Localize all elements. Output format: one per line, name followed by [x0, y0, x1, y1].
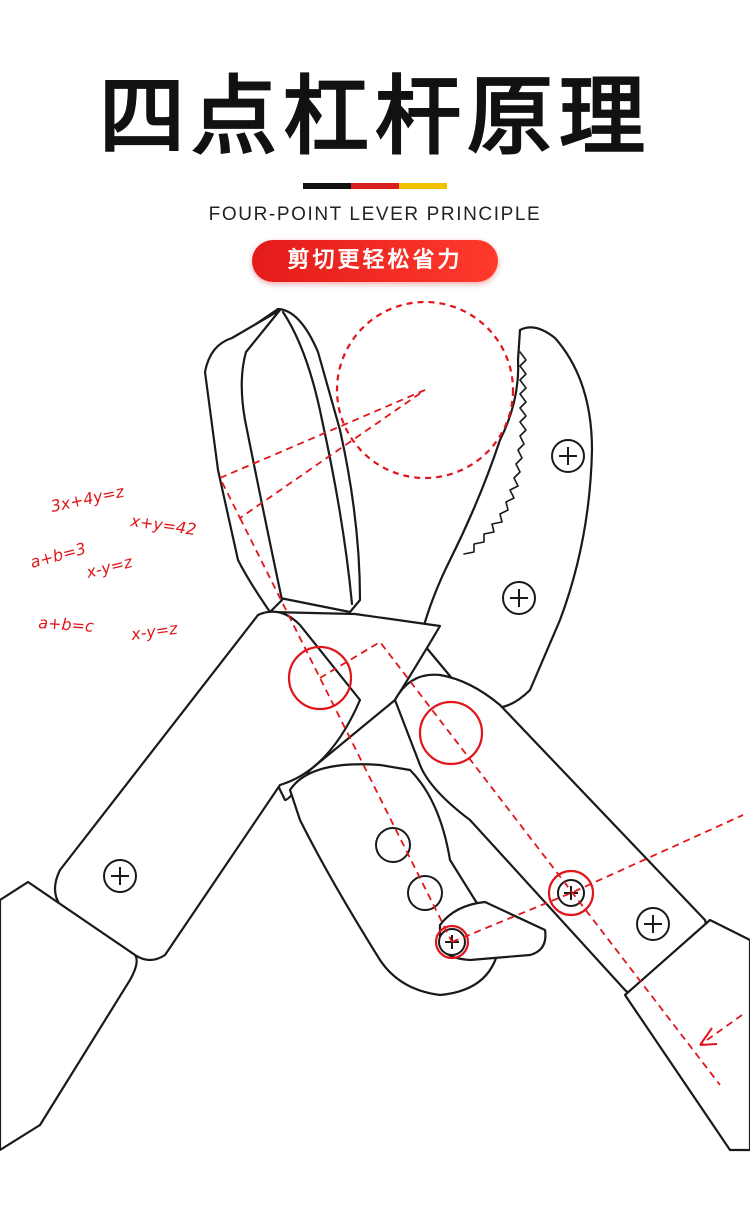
plus-circle-icon [103, 859, 137, 893]
right-jaw [418, 326, 594, 710]
plus-circle-icon [557, 879, 585, 907]
left-jaw-body [203, 308, 284, 614]
dash-line-a [218, 389, 426, 520]
dash-line-d [451, 814, 744, 943]
equation-6: x-y=z [129, 619, 179, 645]
pivot-circle-link-left [434, 924, 470, 960]
pivot-circle-left [287, 645, 353, 711]
equation-3: a+b=3 [28, 539, 88, 572]
equation-4: x-y=z [83, 552, 134, 582]
stripe-black [303, 183, 351, 189]
subtitle: FOUR-POINT LEVER PRINCIPLE [208, 204, 542, 225]
arrow-head [699, 1027, 718, 1046]
right-jaw-teeth [463, 351, 527, 555]
force-circle-top [335, 300, 515, 480]
hole-2 [407, 875, 443, 911]
pivot-circle-right [418, 700, 484, 766]
right-grip [623, 918, 750, 1152]
left-blade-inner-edge [281, 310, 354, 606]
pivot-circle-link-right [547, 869, 595, 917]
equation-5: a+b=c [38, 613, 95, 636]
stripe-yellow [399, 183, 447, 189]
plus-circle-icon [502, 581, 536, 615]
tricolor-divider [303, 183, 447, 189]
equation-1: 3x+4y=z [49, 482, 126, 516]
equation-2: x+y=42 [128, 511, 197, 539]
page-title: 四点杠杆原理 [99, 67, 651, 167]
plus-circle-icon [636, 907, 670, 941]
arrow-right [699, 1014, 743, 1046]
feature-badge: 剪切更轻松省力 [252, 240, 498, 282]
stripe-red [351, 183, 399, 189]
hole-1 [375, 827, 411, 863]
plus-circle-icon [551, 439, 585, 473]
left-grip [0, 880, 138, 1152]
